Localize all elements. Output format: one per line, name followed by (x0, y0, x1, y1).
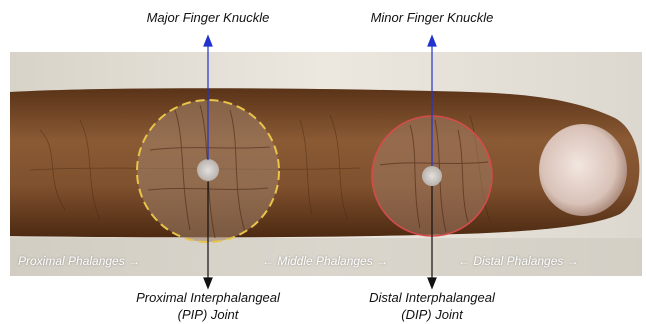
pip-joint-line2: (PIP) Joint (118, 306, 298, 323)
major-knuckle-label: Major Finger Knuckle (128, 10, 288, 25)
pip-joint-line1: Proximal Interphalangeal (118, 289, 298, 306)
minor-knuckle-label: Minor Finger Knuckle (352, 10, 512, 25)
dip-joint-line2: (DIP) Joint (342, 306, 522, 323)
dip-joint-line1: Distal Interphalangeal (342, 289, 522, 306)
major-knuckle-center (197, 159, 219, 181)
minor-knuckle-center (422, 166, 442, 186)
dip-joint-label: Distal Interphalangeal (DIP) Joint (342, 289, 522, 323)
middle-phalanges-label: ← Middle Phalanges → (262, 254, 388, 268)
proximal-phalanges-label: Proximal Phalanges → (18, 254, 140, 268)
fingernail (539, 124, 627, 216)
pip-joint-label: Proximal Interphalangeal (PIP) Joint (118, 289, 298, 323)
distal-phalanges-label: ← Distal Phalanges → (458, 254, 579, 268)
